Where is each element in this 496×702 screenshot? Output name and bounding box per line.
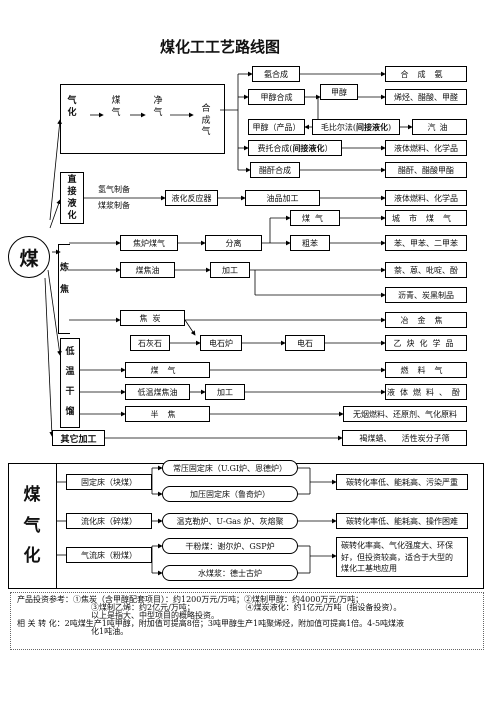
tar-processing: 加工 [210, 262, 250, 278]
dry-powder: 干粉煤：谢尔炉、GSP炉 [162, 538, 298, 554]
ft-post: ） [324, 143, 333, 153]
direct-liq-label: 直接液化 [60, 172, 84, 224]
ft-pre: 费托合成( [257, 143, 293, 153]
fluidized-bed: 流化床（碎煤） [66, 513, 152, 529]
ammonia-synthesis: 氨合成 [252, 66, 300, 82]
liq-reactor: 液化反应器 [165, 190, 218, 206]
out-liquid-fuel: 液体燃料、酚 [385, 384, 467, 400]
coking-bracket [58, 244, 70, 334]
out-naphthalene: 萘、蒽、吡啶、酚 [385, 262, 467, 278]
fluidized-note: 碳转化率低、能耗高、操作困难 [336, 513, 468, 529]
entrained-note-line1: 碳转化率高、气化强度大、环保 [341, 541, 453, 550]
out-city-gas: 城市煤气 [385, 210, 467, 226]
out-olefin: 烯烃、醋酸、甲醛 [385, 89, 467, 105]
calcium-carbide: 电石 [285, 335, 325, 351]
note-line-4: 相 关 转 化：2吨煤生产1吨甲醇，附加值可提高8倍；3吨甲醇生产1吨聚烯烃，附… [17, 619, 405, 628]
out-fuel-chem: 液体燃料、化学品 [385, 140, 467, 156]
methanol-product: 甲醇（产品） [248, 119, 305, 135]
carbide-furnace: 电石炉 [200, 335, 242, 351]
note-line-2: ③煤制乙烯：约2亿元/万吨； ④煤炭液化：约1亿元/万吨（指设备投资）。 [91, 603, 402, 612]
out-asphalt: 沥青、炭黑制品 [385, 287, 467, 303]
low-temp-label: 低温干馏 [60, 338, 80, 428]
slurry-prep: 煤浆制备 [98, 201, 130, 210]
out-fuel-gas: 燃料气 [385, 362, 467, 378]
syngas-label: 合成气 [201, 104, 211, 138]
out-benzene: 苯、甲苯、二甲苯 [385, 235, 467, 251]
mobil-bold: 间接液化 [356, 121, 388, 132]
out-acetylene: 乙炔化学品 [385, 335, 467, 351]
gasifier-title: 煤气化 [23, 485, 41, 567]
semi-coke: 半焦 [125, 406, 210, 422]
note-line-1: 产品投资参考：①焦炭（含甲醇配套项目）：约1200万元/万吨；②煤制甲醇：约40… [17, 595, 364, 604]
other-processing: 其它加工 [52, 430, 105, 446]
out-acetic: 醋酐、醋酸甲酯 [385, 162, 467, 178]
limestone: 石灰石 [130, 335, 170, 351]
water-slurry: 水煤浆：德士古炉 [162, 565, 298, 581]
note-line-5: 化1吨油。 [91, 627, 129, 636]
low-temp-text: 低温干馏 [65, 347, 75, 417]
gasification-frame [60, 84, 225, 154]
gasification-label: 气化 [67, 96, 77, 118]
hydrogen-prep: 氢气制备 [98, 185, 130, 194]
fixed-pressure: 加压固定床（鲁奇炉） [162, 486, 298, 502]
fixed-bed: 固定床（块煤） [66, 474, 152, 490]
ft-synthesis: 费托合成(间接液化） [248, 140, 342, 156]
low-temp-tar: 低温煤焦油 [125, 384, 190, 400]
mobil-process: 毛比尔法(间接液化) [312, 119, 400, 135]
out-semi-coke: 无烟燃料、还原剂、气化原料 [343, 406, 467, 422]
oil-processing: 油品加工 [245, 190, 320, 206]
out-direct-liq: 液体燃料、化学品 [385, 190, 467, 206]
entrained-note: 碳转化率高、气化强度大、环保 好，但投资较高，适合于大型的 煤化工基地应用 [336, 537, 468, 577]
fluidized-types: 温克勒炉、U-Gas 炉、灰熔聚 [162, 513, 298, 529]
clean-gas-label: 净气 [153, 96, 163, 118]
methanol: 甲醇 [320, 84, 358, 100]
low-temp-processing: 加工 [205, 384, 245, 400]
direct-liq-text: 直接液化 [67, 174, 77, 222]
note-line-3: 以上是指大、中型项目的概略投资。 [91, 611, 219, 620]
fixed-atm: 常压固定床（U.GI炉、恩德炉） [162, 460, 298, 476]
separation: 分离 [205, 235, 262, 251]
fixed-note: 碳转化率低、能耗高、污染严重 [336, 474, 468, 490]
notes-box: 产品投资参考：①焦炭（含甲醇配套项目）：约1200万元/万吨；②煤制甲醇：约40… [10, 592, 484, 650]
coking-text: 炼焦 [59, 263, 69, 295]
methanol-synthesis: 甲醇合成 [248, 89, 305, 105]
entrained-note-line2: 好，但投资较高，适合于大型的 [341, 552, 453, 562]
entrained-note-line3: 煤化工基地应用 [341, 564, 397, 574]
out-gasoline: 汽油 [412, 119, 467, 135]
gasifier-title-cell: 煤气化 [8, 463, 57, 589]
ft-bold: 间接液化 [292, 142, 325, 153]
diagram-title: 煤化工工艺路线图 [160, 38, 281, 56]
coal-node: 煤 [8, 236, 50, 278]
low-temp-gas: 煤气 [125, 362, 210, 378]
mobil-pre: 毛比尔法( [320, 122, 356, 132]
coking-label: 炼焦 [60, 250, 69, 310]
crude-benzene: 粗苯 [290, 235, 330, 251]
out-metallurgical-coke: 冶金焦 [385, 312, 467, 328]
coke-oven-gas: 焦炉煤气 [120, 235, 178, 251]
entrained-bed: 气流床（粉煤） [66, 547, 152, 563]
acetic-synthesis: 醋酐合成 [250, 162, 300, 178]
out-other: 褐煤蜡、 活性炭分子筛 [342, 430, 467, 446]
mobil-post: ) [388, 122, 392, 132]
out-ammonia: 合成氨 [385, 66, 467, 82]
coal-gas-label: 煤气 [111, 96, 121, 118]
coke: 焦炭 [120, 310, 185, 326]
coke-gas-node: 煤气 [290, 210, 340, 226]
coal-tar: 煤焦油 [120, 262, 175, 278]
